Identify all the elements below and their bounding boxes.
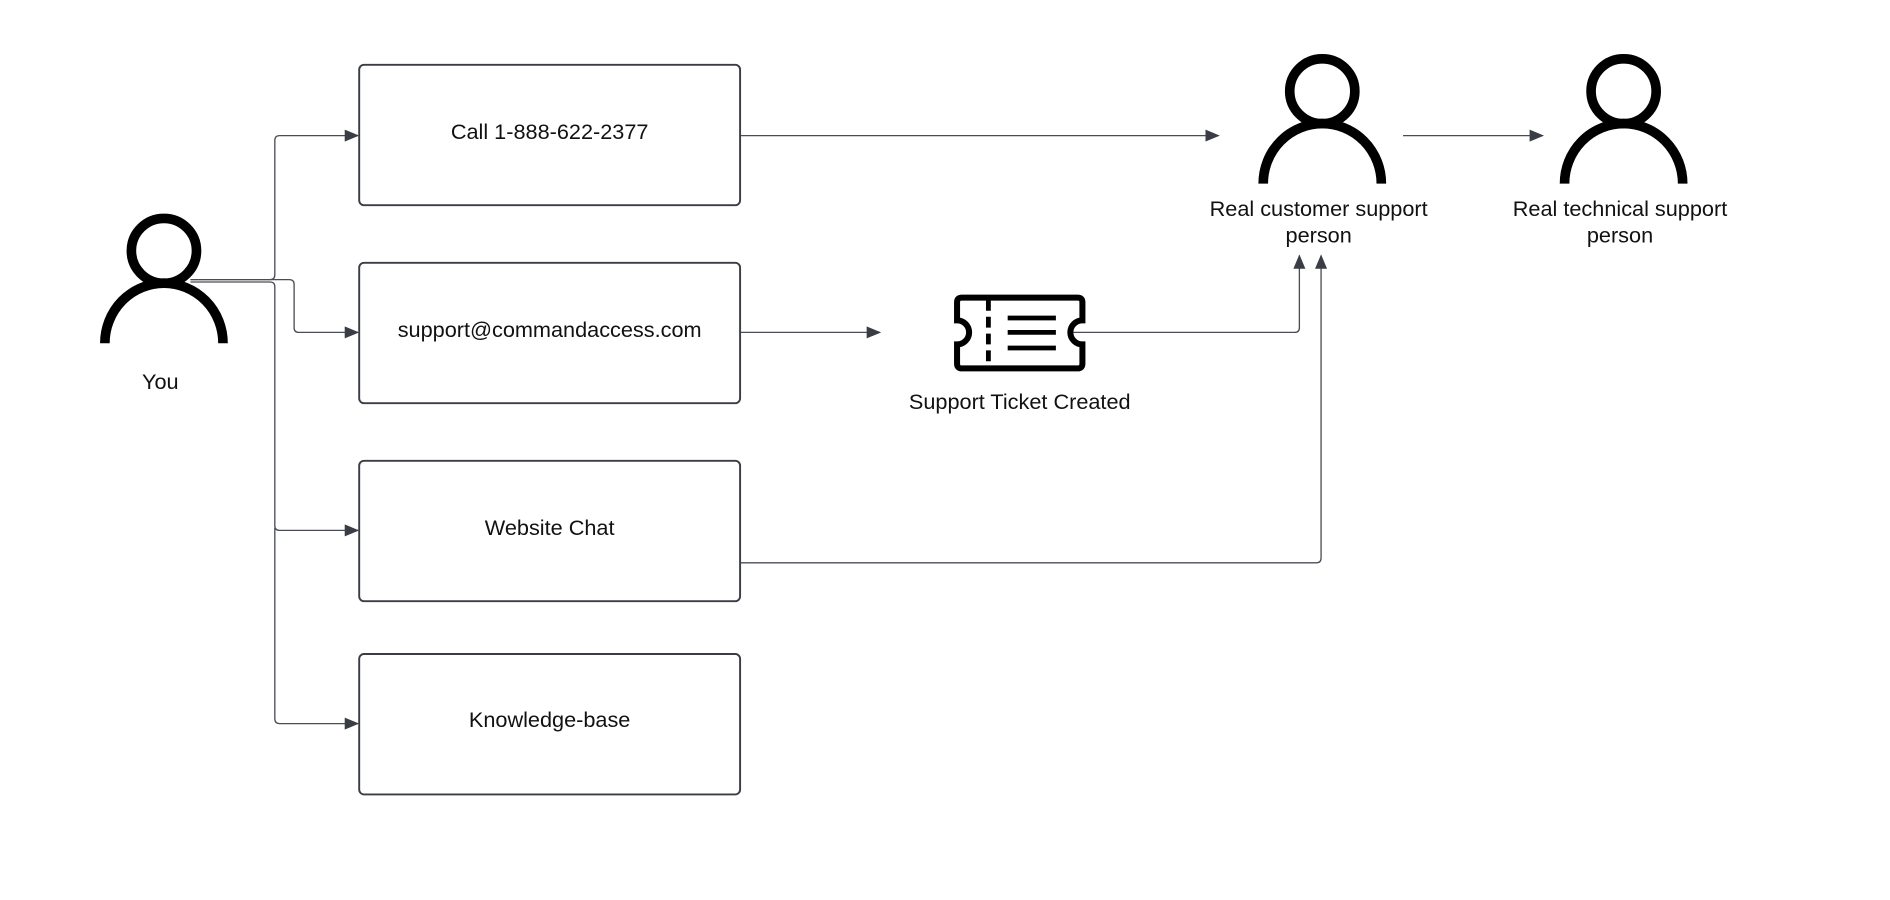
connector-you-chat [190, 281, 360, 537]
call-label: Call 1-888-622-2377 [451, 119, 649, 144]
call-box[interactable]: Call 1-888-622-2377 [358, 63, 742, 207]
connector-ticket-customer [1067, 254, 1306, 334]
ticket-label: Support Ticket Created [909, 389, 1131, 414]
customer-support-label-line2: person [1286, 222, 1352, 247]
tech-support-label-line1: Real technical support [1513, 196, 1727, 221]
connector-you-email [190, 278, 360, 339]
person-icon [1559, 54, 1688, 184]
connector-chat-customer [740, 254, 1328, 564]
connector-you-call [190, 129, 360, 281]
ticket-icon [954, 294, 1086, 372]
email-label: support@commandaccess.com [398, 317, 702, 342]
tech-support-label-line2: person [1587, 222, 1653, 247]
you-label: You [142, 369, 179, 394]
chat-label: Website Chat [485, 515, 615, 540]
you-node: You [100, 213, 228, 394]
ticket-node: Support Ticket Created [909, 294, 1131, 414]
person-icon [1258, 54, 1387, 184]
customer-support-label-line1: Real customer support [1210, 196, 1428, 221]
connectors [190, 129, 1545, 730]
person-icon [100, 213, 228, 344]
tech-support-node: Real technical support person [1513, 54, 1727, 247]
connector-you-kb [274, 528, 360, 730]
chat-box[interactable]: Website Chat [358, 459, 742, 603]
customer-support-node: Real customer support person [1210, 54, 1428, 247]
knowledge-base-label: Knowledge-base [469, 707, 630, 732]
knowledge-base-box[interactable]: Knowledge-base [358, 653, 742, 796]
email-box[interactable]: support@commandaccess.com [358, 261, 742, 405]
